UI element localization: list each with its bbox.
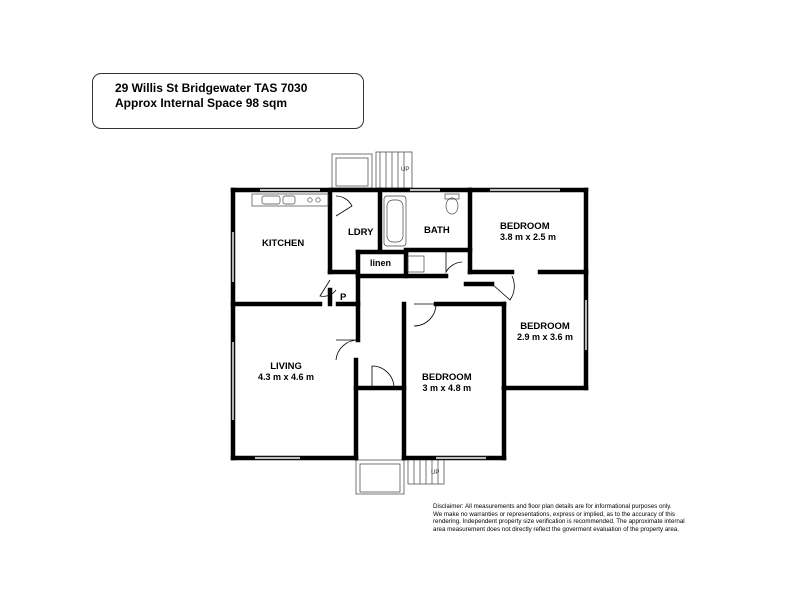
- rear-stairs-up-label: UP: [401, 167, 410, 173]
- fixtures: [251, 193, 460, 273]
- bedroom-1-label-group: BEDROOM 3.8 m x 2.5 m: [500, 221, 556, 242]
- windows: [231, 188, 588, 460]
- disclaimer-line: Disclaimer: All measurements and floor p…: [433, 503, 672, 510]
- front-stairs: [355, 457, 445, 495]
- pantry-label: P: [340, 292, 347, 303]
- laundry-label: LDRY: [348, 227, 374, 238]
- bedroom-3-label-group: BEDROOM 3 m x 4.8 m: [422, 372, 472, 393]
- living-name: LIVING: [270, 361, 302, 372]
- bedroom-2-label-group: BEDROOM 2.9 m x 3.6 m: [517, 321, 573, 342]
- linen-label: linen: [370, 258, 392, 268]
- front-stairs-up-label: UP: [431, 470, 440, 476]
- doors: [319, 195, 515, 389]
- bedroom-1-name: BEDROOM: [500, 221, 550, 232]
- disclaimer-line: We make no warranties or representations…: [433, 510, 675, 518]
- bedroom-2-name: BEDROOM: [520, 321, 570, 332]
- bedroom-2-dims: 2.9 m x 3.6 m: [517, 332, 574, 342]
- rear-stairs: [331, 151, 413, 189]
- bedroom-1-dims: 3.8 m x 2.5 m: [500, 232, 557, 242]
- bedroom-3-name: BEDROOM: [422, 372, 472, 383]
- bath-label: BATH: [424, 225, 450, 236]
- bedroom-3-dims: 3 m x 4.8 m: [422, 383, 472, 393]
- disclaimer-line: rendering. Independent property size ver…: [433, 518, 685, 526]
- disclaimer-line: area measurement does not directly refle…: [433, 525, 679, 533]
- address-text: 29 Willis St Bridgewater TAS 7030: [115, 81, 308, 95]
- disclaimer: Disclaimer: All measurements and floor p…: [433, 503, 718, 533]
- living-label-group: LIVING 4.3 m x 4.6 m: [258, 361, 314, 382]
- title-box: 29 Willis St Bridgewater TAS 7030 Approx…: [92, 73, 364, 129]
- living-dims: 4.3 m x 4.6 m: [258, 372, 315, 382]
- window-glazing: [231, 188, 588, 460]
- kitchen-label: KITCHEN: [262, 238, 305, 249]
- area-text: Approx Internal Space 98 sqm: [115, 96, 288, 110]
